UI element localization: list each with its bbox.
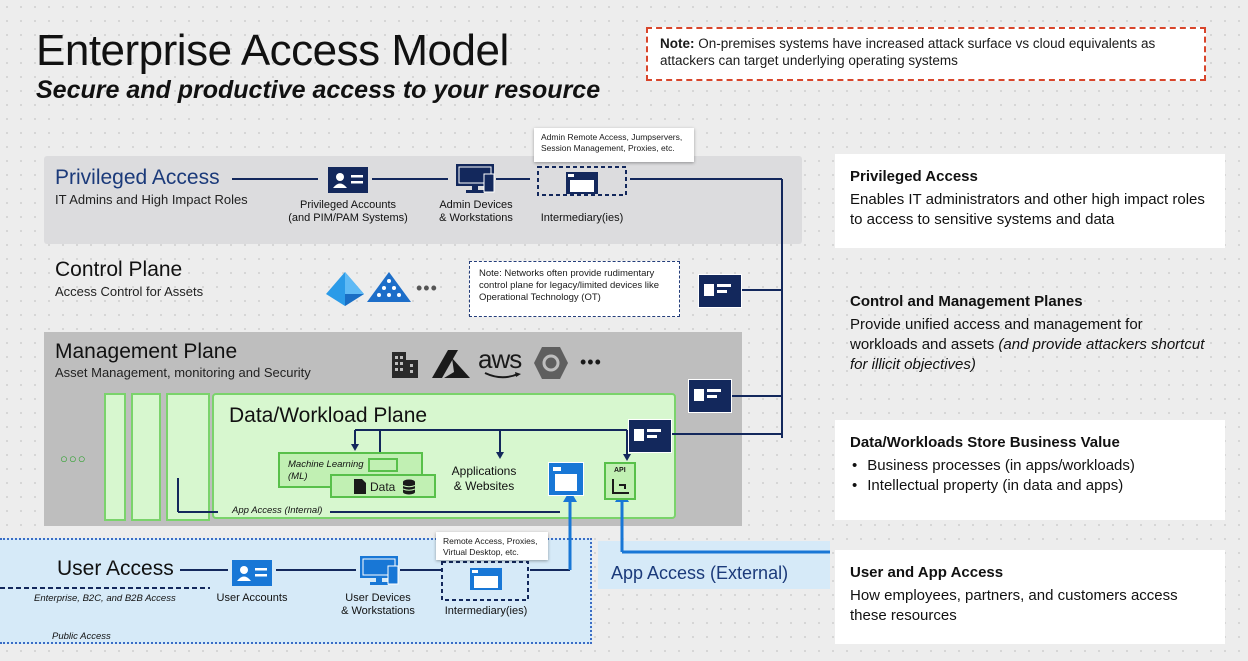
ml-label-line1: Machine Learning — [288, 459, 364, 470]
user-devices-label-line1: User Devices — [345, 592, 411, 604]
app-access-external-band — [598, 541, 830, 589]
workload-column-2 — [131, 393, 161, 521]
admin-devices-label: Admin Devices & Workstations — [430, 199, 522, 225]
control-plane-subtitle: Access Control for Assets — [55, 284, 204, 299]
ml-label-line2: (ML) — [288, 471, 308, 482]
control-intermediary-icon — [698, 274, 742, 308]
right-panel-privileged-body: Enables IT administrators and other high… — [850, 191, 1205, 228]
workload-intermediary-icon — [628, 419, 672, 453]
remote-access-callout: Remote Access, Proxies, Virtual Desktop,… — [436, 532, 548, 560]
user-devices-label: User Devices & Workstations — [332, 592, 424, 618]
ot-network-note: Note: Networks often provide rudimentary… — [469, 261, 680, 317]
right-panel-control-title: Control and Management Planes — [850, 293, 1083, 310]
ot-network-note-line2: control plane for legacy/limited devices… — [479, 280, 660, 291]
right-panel-data-bullet-1: Business processes (in apps/workloads) — [850, 456, 1210, 476]
app-access-internal-label: App Access (Internal) — [232, 505, 323, 516]
right-panel-data-bullet-2: Intellectual property (in data and apps) — [850, 476, 1210, 496]
user-intermediary-label: Intermediary(ies) — [444, 605, 528, 617]
right-panel-control-body: Provide unified access and management fo… — [850, 316, 1143, 353]
document-icon — [354, 479, 366, 494]
applications-label: Applications & Websites — [424, 464, 544, 494]
building-icon — [392, 352, 418, 378]
api-link-icon — [612, 479, 629, 494]
privileged-accounts-label-line2: (and PIM/PAM Systems) — [288, 212, 408, 224]
user-accounts-label: User Accounts — [216, 592, 288, 604]
control-plane-ellipsis: ••• — [416, 278, 438, 298]
app-intermediary-icon — [548, 462, 584, 496]
privileged-accounts-label-line1: Privileged Accounts — [300, 199, 396, 211]
ot-network-note-line1: Note: Networks often provide rudimentary — [479, 268, 655, 279]
right-panel-privileged-title: Privileged Access — [850, 168, 978, 185]
applications-label-line1: Applications — [451, 464, 517, 478]
privileged-access-subtitle: IT Admins and High Impact Roles — [55, 192, 248, 207]
right-panel-user-app-access: User and App Access How employees, partn… — [835, 550, 1225, 644]
applications-label-line2: & Websites — [453, 479, 515, 493]
right-panel-user-title: User and App Access — [850, 564, 1004, 581]
remote-access-callout-line2: Virtual Desktop, etc. — [443, 547, 519, 557]
management-intermediary-icon — [688, 379, 732, 413]
user-devices-icon — [360, 556, 399, 585]
data-workload-plane-title: Data/Workload Plane — [229, 404, 428, 427]
admin-devices-label-line1: Admin Devices — [439, 199, 513, 211]
applications-websites-box: Applications & Websites — [424, 458, 606, 498]
admin-remote-access-callout-line2: Session Management, Proxies, etc. — [541, 143, 675, 153]
user-access-subtitle: Enterprise, B2C, and B2B Access — [34, 593, 176, 604]
admin-remote-access-callout: Admin Remote Access, Jumpservers, Sessio… — [534, 128, 694, 162]
app-access-external-label: App Access (External) — [611, 563, 789, 583]
management-plane-subtitle: Asset Management, monitoring and Securit… — [55, 365, 311, 380]
management-plane-title: Management Plane — [55, 340, 238, 363]
admin-devices-label-line2: & Workstations — [439, 212, 513, 224]
page-subtitle: Secure and productive access to your res… — [36, 76, 601, 104]
admin-remote-access-callout-line1: Admin Remote Access, Jumpservers, — [541, 132, 683, 142]
right-panel-privileged-access: Privileged Access Enables IT administrat… — [835, 154, 1225, 248]
top-note-prefix: Note: — [660, 36, 695, 51]
gcp-hexagon-icon — [534, 347, 568, 379]
right-panel-control-body-wrap: Provide unified access and management fo… — [850, 315, 1210, 375]
top-note-text: On-premises systems have increased attac… — [660, 36, 1156, 68]
right-panel-user-body: How employees, partners, and customers a… — [850, 587, 1178, 624]
user-devices-label-line2: & Workstations — [341, 605, 415, 617]
id-card-icon — [328, 167, 368, 193]
database-icon — [402, 479, 416, 495]
data-label: Data — [370, 480, 396, 494]
user-access-title: User Access — [57, 557, 174, 580]
api-label: API — [614, 467, 626, 474]
management-plane-ellipsis: ••• — [580, 352, 602, 372]
top-note: Note: On-premises systems have increased… — [646, 27, 1206, 81]
aws-logo-icon: aws — [478, 344, 522, 374]
control-plane-title: Control Plane — [55, 258, 183, 281]
admin-devices-icon — [456, 164, 495, 193]
workload-column-3 — [166, 393, 210, 521]
azure-logo-icon — [432, 350, 470, 378]
azure-ad-icon — [326, 272, 364, 306]
aws-smile-icon — [484, 372, 521, 379]
data-store-box: Data — [330, 474, 436, 498]
intermediary-window-icon — [566, 172, 598, 194]
workload-column-1 — [104, 393, 126, 521]
right-panel-data-workloads: Data/Workloads Store Business Value Busi… — [835, 420, 1225, 520]
ml-inner-box — [368, 458, 398, 472]
privileged-intermediary-label: Intermediary(ies) — [540, 212, 624, 224]
public-access-label: Public Access — [52, 631, 111, 642]
remote-access-callout-line1: Remote Access, Proxies, — [443, 536, 538, 546]
ot-network-note-line3: Operational Technology (OT) — [479, 292, 601, 303]
right-panel-control-body-italic: (and provide attackers shortcut for illi… — [850, 336, 1205, 373]
user-intermediary-window-icon — [470, 568, 502, 590]
right-panel-control-management: Control and Management Planes Provide un… — [835, 279, 1225, 385]
user-id-card-icon — [232, 560, 272, 586]
privileged-access-band — [44, 156, 802, 244]
page-title: Enterprise Access Model — [36, 26, 509, 75]
right-panel-data-body: Business processes (in apps/workloads) I… — [850, 456, 1210, 496]
api-box: API — [604, 462, 636, 500]
right-panel-data-title: Data/Workloads Store Business Value — [850, 434, 1120, 451]
privileged-accounts-label: Privileged Accounts (and PIM/PAM Systems… — [286, 199, 410, 225]
active-directory-icon — [367, 272, 411, 302]
privileged-access-title: Privileged Access — [55, 166, 220, 189]
workloads-ellipsis: ○○○ — [60, 451, 87, 466]
